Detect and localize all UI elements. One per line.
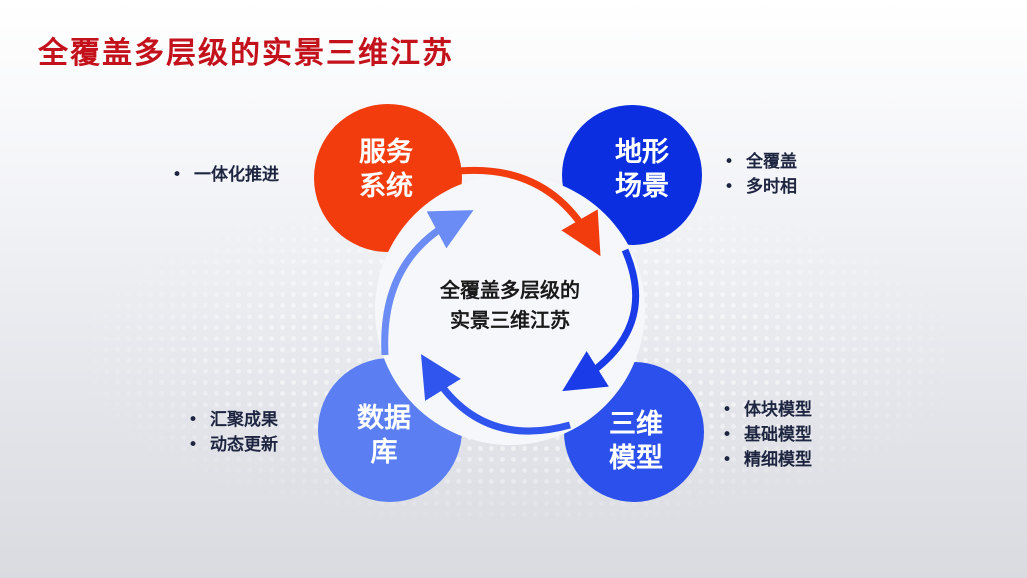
slide-title: 全覆盖多层级的实景三维江苏 — [38, 36, 454, 71]
arrow-model-to-database — [420, 354, 571, 435]
bullet-item: 汇聚成果 — [188, 408, 278, 433]
node-terrain: 地形场景 — [596, 136, 688, 204]
node-label: 场景 — [615, 171, 669, 202]
arrow-database-to-service — [381, 210, 474, 356]
node-label: 模型 — [609, 443, 663, 474]
center-label: 全覆盖多层级的实景三维江苏 — [400, 275, 620, 335]
bullet-item: 全覆盖 — [724, 150, 797, 175]
bullet-item: 动态更新 — [188, 433, 278, 458]
node-label: 三维 — [609, 409, 663, 440]
node-model: 三维模型 — [590, 408, 682, 476]
bullet-item: 精细模型 — [722, 448, 812, 473]
center-line: 实景三维江苏 — [450, 308, 570, 332]
service-bullets: 一体化推进 — [172, 163, 279, 188]
node-label: 系统 — [359, 171, 413, 202]
model-bullets: 体块模型基础模型精细模型 — [722, 398, 812, 473]
node-service: 服务系统 — [340, 136, 432, 204]
database-bullets: 汇聚成果动态更新 — [188, 408, 278, 458]
bullet-item: 基础模型 — [722, 423, 812, 448]
node-label: 库 — [370, 437, 398, 468]
node-label: 服务 — [359, 137, 413, 168]
arrow-terrain-to-model — [562, 248, 640, 392]
node-label: 数据 — [357, 403, 411, 434]
terrain-bullets: 全覆盖多时相 — [724, 150, 797, 200]
bullet-item: 多时相 — [724, 175, 797, 200]
center-line: 全覆盖多层级的 — [440, 278, 580, 302]
bullet-item: 体块模型 — [722, 398, 812, 423]
bullet-item: 一体化推进 — [172, 163, 279, 188]
node-database: 数据库 — [338, 402, 430, 470]
node-label: 地形 — [615, 137, 669, 168]
arrow-service-to-terrain — [449, 166, 601, 257]
